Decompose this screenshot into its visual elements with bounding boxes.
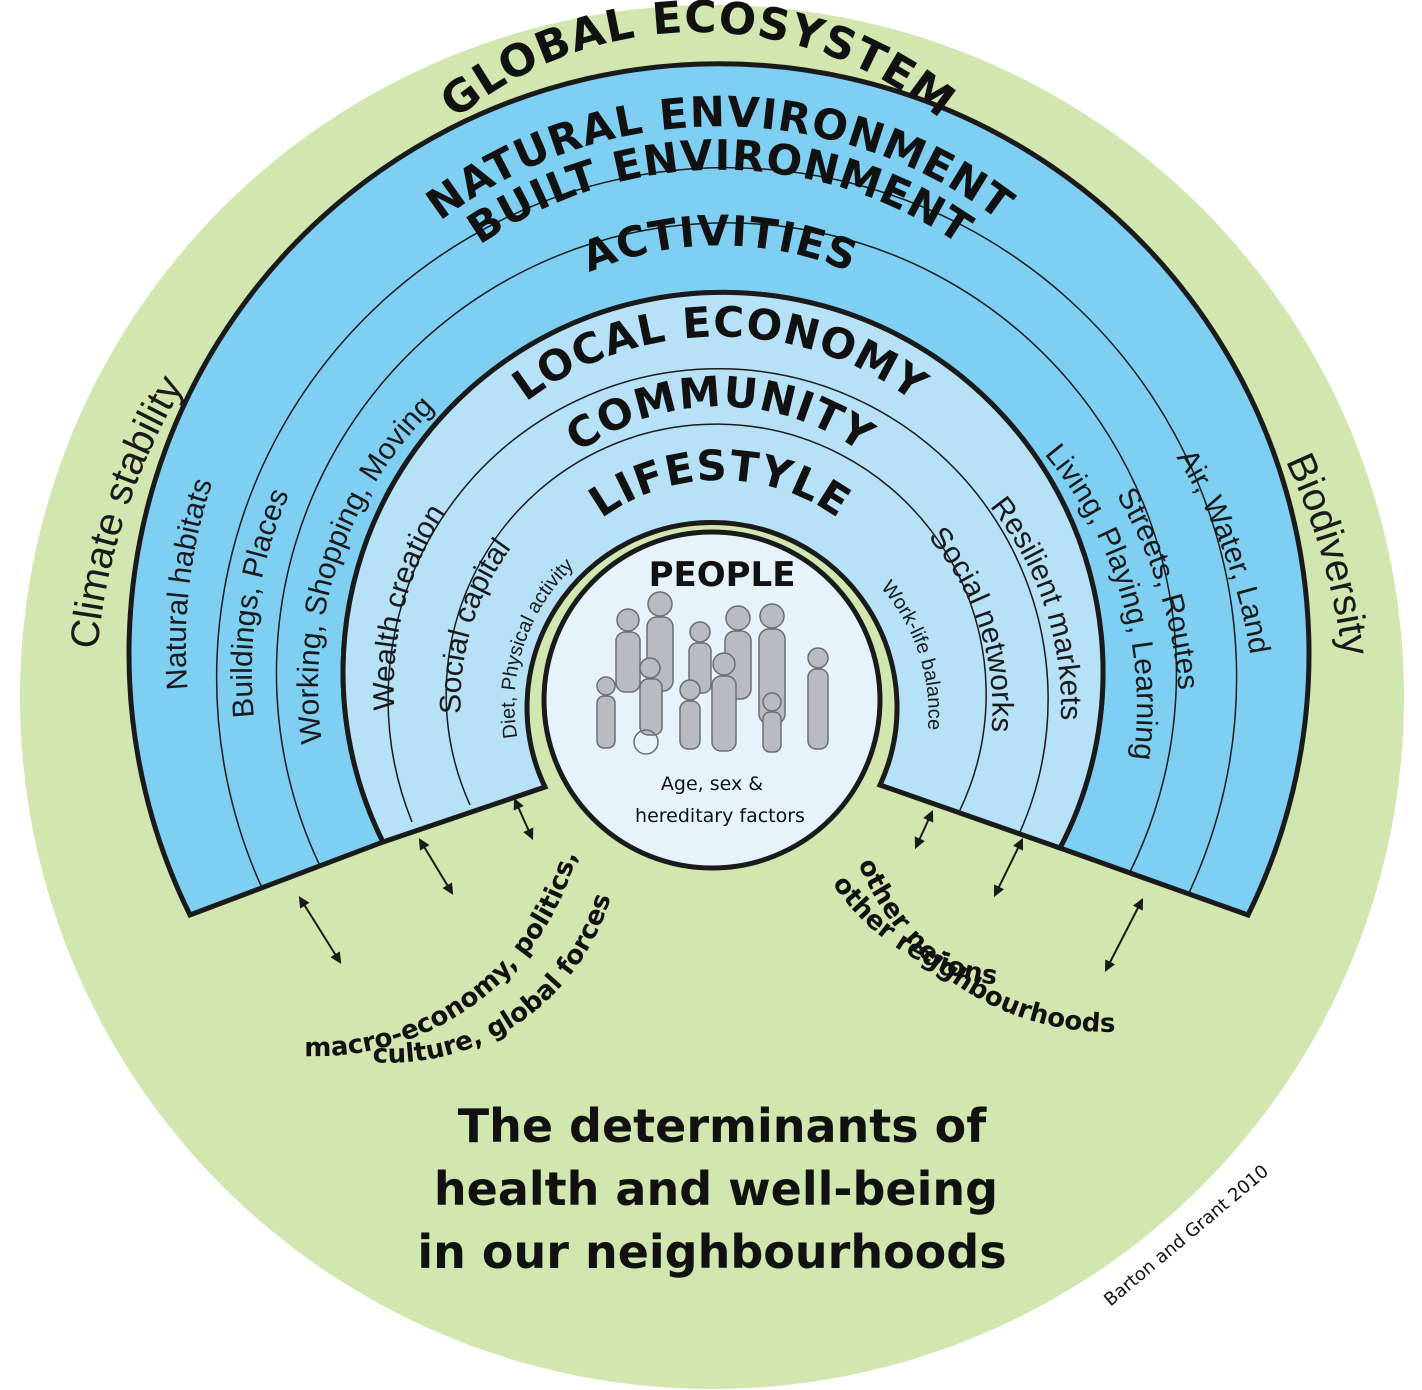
arrow-head	[418, 838, 430, 851]
double-arrow-icon	[419, 839, 453, 894]
double-arrow-icon	[299, 897, 341, 963]
ring-divider	[275, 222, 1178, 873]
arrow-head	[1132, 897, 1144, 911]
ring-divider	[387, 368, 1049, 833]
double-arrow-icon	[994, 839, 1023, 896]
arrow-head	[914, 836, 925, 850]
arrow-head	[442, 882, 454, 895]
people-caption-line2: hereditary factors	[635, 805, 805, 827]
arrow-head	[298, 896, 310, 909]
arrow-head	[1104, 959, 1116, 973]
people-caption-line1: Age, sex &	[661, 773, 763, 795]
arrow-head	[330, 951, 342, 964]
title-line3: in our neighbourhoods	[417, 1225, 1006, 1279]
double-arrow-icon	[1105, 899, 1143, 971]
inner-rings-band	[340, 289, 1106, 852]
ring-divider	[445, 423, 987, 811]
people-label: PEOPLE	[649, 555, 796, 595]
people-silhouettes-icon	[596, 591, 829, 755]
arrow-head	[923, 809, 934, 823]
arrow-head	[993, 884, 1004, 898]
ring-divider	[215, 166, 1238, 896]
arrow-head	[1013, 837, 1024, 851]
title-line1: The determinants of	[458, 1099, 988, 1153]
influence-arrows	[298, 797, 1144, 973]
arrow-head	[513, 797, 524, 811]
arrow-head	[523, 827, 534, 841]
title-line2: health and well-being	[434, 1162, 998, 1216]
